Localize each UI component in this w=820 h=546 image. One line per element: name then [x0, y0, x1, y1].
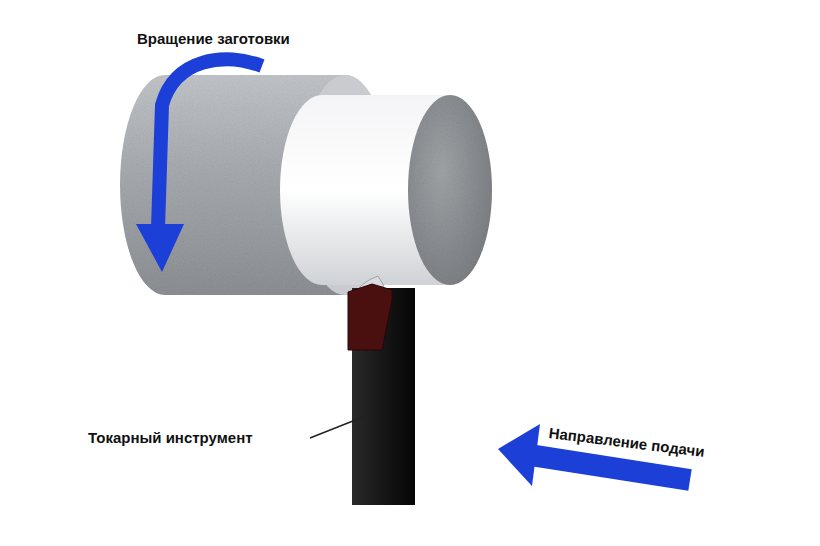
end-face	[408, 95, 492, 285]
tool-insert	[348, 284, 392, 350]
machined-surface	[280, 95, 492, 285]
leader-line	[310, 415, 368, 438]
label: Токарный инструмент	[88, 429, 253, 446]
feed-arrow	[530, 455, 690, 480]
arrow-head	[498, 424, 540, 486]
rotation-arrow	[158, 59, 262, 228]
label: Вращение заготовки	[137, 30, 290, 47]
arrow-head	[136, 224, 184, 272]
